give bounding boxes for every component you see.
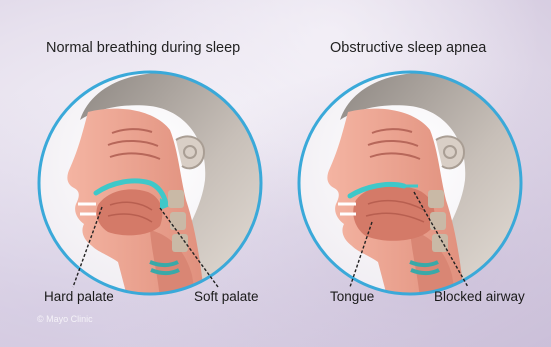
watermark-logo: © Mayo Clinic — [37, 314, 93, 324]
label-tongue: Tongue — [330, 289, 374, 304]
title-obstructive-apnea: Obstructive sleep apnea — [330, 40, 486, 56]
label-soft-palate: Soft palate — [194, 289, 259, 304]
blocked-airway-panel — [299, 72, 527, 300]
normal-airway-panel — [39, 72, 267, 300]
label-hard-palate: Hard palate — [44, 289, 114, 304]
label-blocked-airway: Blocked airway — [434, 289, 525, 304]
title-normal-breathing: Normal breathing during sleep — [46, 40, 240, 56]
